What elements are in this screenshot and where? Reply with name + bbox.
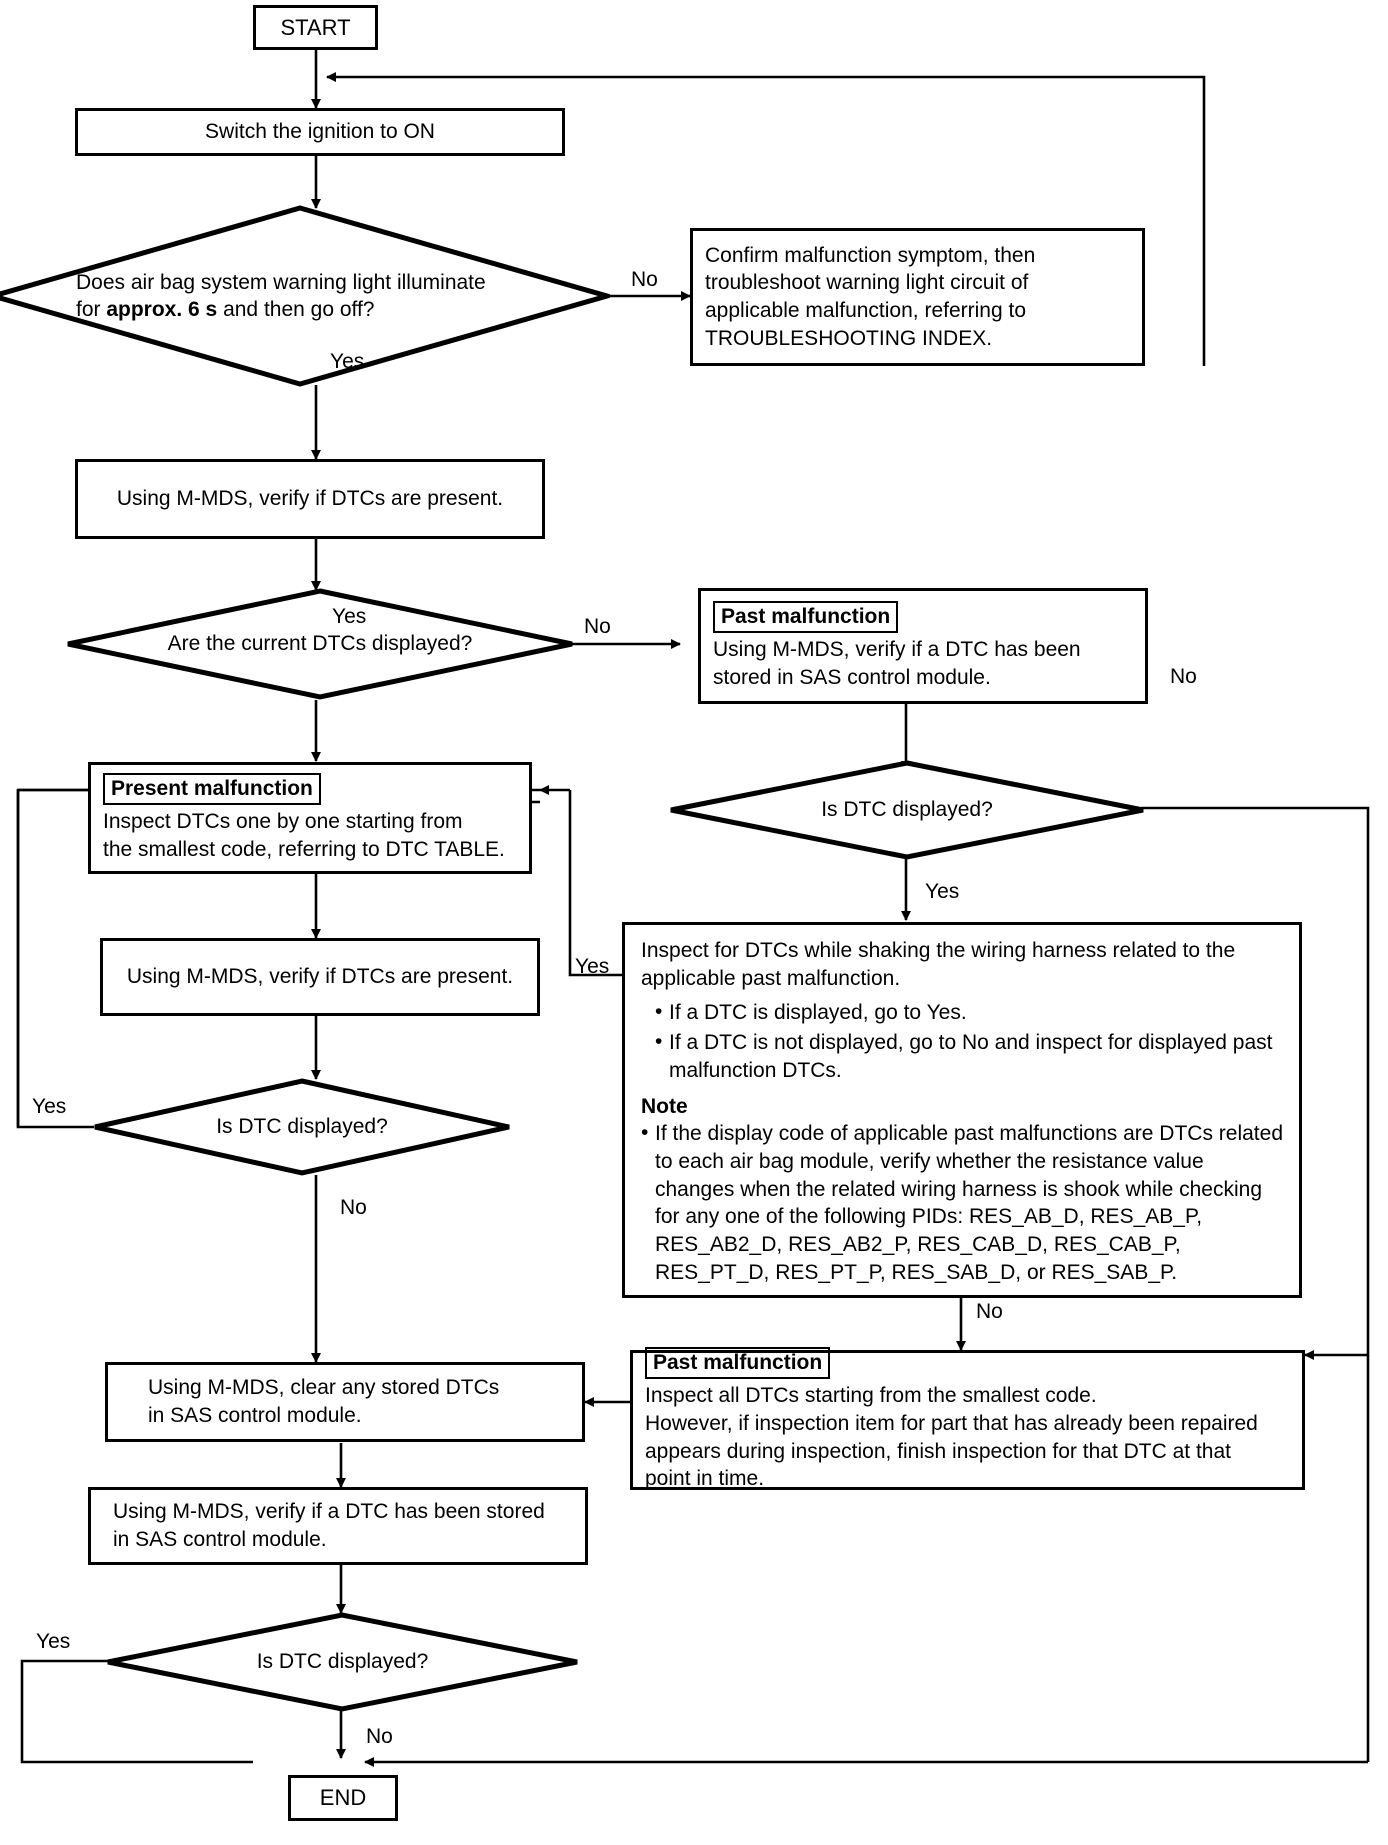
shake-bullets: If a DTC is displayed, go to Yes. If a D… bbox=[641, 998, 1283, 1086]
confirm-line2: troubleshoot warning light circuit of bbox=[705, 271, 1029, 295]
present-malfunction-badge: Present malfunction bbox=[103, 772, 321, 805]
node-decision-dtc-displayed-final[interactable]: Is DTC displayed? bbox=[105, 1612, 580, 1712]
edge-label-d4-no: No bbox=[1170, 665, 1197, 688]
shake-bullet-1: If a DTC is displayed, go to Yes. bbox=[655, 998, 1283, 1027]
node-past-malfunction-1[interactable]: Past malfunction Using M-MDS, verify if … bbox=[698, 588, 1148, 704]
edge-label-d1-no: No bbox=[631, 268, 658, 291]
node-end[interactable]: END bbox=[288, 1775, 398, 1821]
node-shake-harness[interactable]: Inspect for DTCs while shaking the wirin… bbox=[622, 922, 1302, 1298]
edge-label-d4-yes: Yes bbox=[925, 880, 960, 903]
clear-line1: Using M-MDS, clear any stored DTCs bbox=[148, 1376, 500, 1400]
node-decision-current-dtcs[interactable]: Are the current DTCs displayed? bbox=[65, 588, 575, 700]
past-malfunction-2-line3: appears during inspection, finish inspec… bbox=[645, 1439, 1231, 1463]
node-start[interactable]: START bbox=[253, 5, 378, 50]
verify3-line1: Using M-MDS, verify if a DTC has been st… bbox=[113, 1500, 545, 1524]
node-decision-warning-light[interactable]: Does air bag system warning light illumi… bbox=[0, 205, 610, 387]
node-present-malfunction[interactable]: Present malfunction Inspect DTCs one by … bbox=[88, 762, 532, 874]
node-switch-ignition[interactable]: Switch the ignition to ON bbox=[75, 108, 565, 156]
past-malfunction-2-line4: point in time. bbox=[645, 1467, 765, 1491]
node-confirm-malfunction[interactable]: Confirm malfunction symptom, then troubl… bbox=[690, 228, 1145, 366]
shake-line1: Inspect for DTCs while shaking the wirin… bbox=[641, 939, 1236, 962]
edge-label-d5-no: No bbox=[366, 1725, 393, 1748]
edge-label-d3-no: No bbox=[340, 1196, 367, 1219]
past-malfunction-2-line1: Inspect all DTCs starting from the small… bbox=[645, 1384, 1097, 1408]
shake-note-bullet: If the display code of applicable past m… bbox=[641, 1119, 1283, 1286]
confirm-line1: Confirm malfunction symptom, then bbox=[705, 243, 1036, 267]
edge-label-d2-yes: Yes bbox=[332, 605, 367, 628]
node-start-label: START bbox=[280, 14, 351, 40]
edge-label-shake-yes: Yes bbox=[575, 955, 610, 978]
edge-label-d3-yes: Yes bbox=[32, 1095, 67, 1118]
past-malfunction-1-line1: Using M-MDS, verify if a DTC has been bbox=[713, 637, 1081, 661]
edge-label-d2-no: No bbox=[584, 615, 611, 638]
shake-line2: applicable past malfunction. bbox=[641, 966, 901, 990]
shake-note-list: If the display code of applicable past m… bbox=[641, 1119, 1283, 1288]
confirm-line3: applicable malfunction, referring to bbox=[705, 299, 1027, 322]
shake-note-heading: Note bbox=[641, 1094, 688, 1118]
edge-label-shake-no: No bbox=[976, 1300, 1003, 1323]
edge-label-d1-yes: Yes bbox=[330, 350, 365, 373]
node-verify-stored-dtc[interactable]: Using M-MDS, verify if a DTC has been st… bbox=[88, 1487, 588, 1565]
node-decision-dtc-displayed-left[interactable]: Is DTC displayed? bbox=[92, 1078, 512, 1176]
node-end-label: END bbox=[319, 1785, 367, 1810]
node-past-malfunction-2[interactable]: Past malfunction Inspect all DTCs starti… bbox=[630, 1346, 1305, 1491]
node-switch-ignition-label: Switch the ignition to ON bbox=[205, 120, 435, 144]
present-malfunction-line1: Inspect DTCs one by one starting from bbox=[103, 809, 463, 833]
past-malfunction-2-line2: However, if inspection item for part tha… bbox=[645, 1411, 1258, 1435]
shake-bullet-2: If a DTC is not displayed, go to No and … bbox=[655, 1028, 1283, 1084]
edge-label-d5-yes: Yes bbox=[36, 1630, 71, 1653]
node-decision-dtc-displayed-right[interactable]: Is DTC displayed? bbox=[668, 760, 1146, 860]
present-malfunction-line2: the smallest code, referring to DTC TABL… bbox=[103, 837, 505, 861]
verify1-label: Using M-MDS, verify if DTCs are present. bbox=[116, 487, 504, 511]
past-malfunction-1-line2: stored in SAS control module. bbox=[713, 665, 991, 689]
verify3-line2: in SAS control module. bbox=[113, 1528, 327, 1551]
past-malfunction-1-badge: Past malfunction bbox=[713, 600, 899, 633]
node-verify-dtcs-present-1[interactable]: Using M-MDS, verify if DTCs are present. bbox=[75, 459, 545, 539]
node-clear-dtcs[interactable]: Using M-MDS, clear any stored DTCs in SA… bbox=[105, 1362, 585, 1442]
clear-line2: in SAS control module. bbox=[148, 1404, 362, 1427]
past-malfunction-2-badge: Past malfunction bbox=[645, 1346, 831, 1380]
verify2-label: Using M-MDS, verify if DTCs are present. bbox=[126, 965, 514, 989]
node-verify-dtcs-present-2[interactable]: Using M-MDS, verify if DTCs are present. bbox=[100, 938, 540, 1016]
confirm-line4: TROUBLESHOOTING INDEX. bbox=[705, 326, 993, 350]
